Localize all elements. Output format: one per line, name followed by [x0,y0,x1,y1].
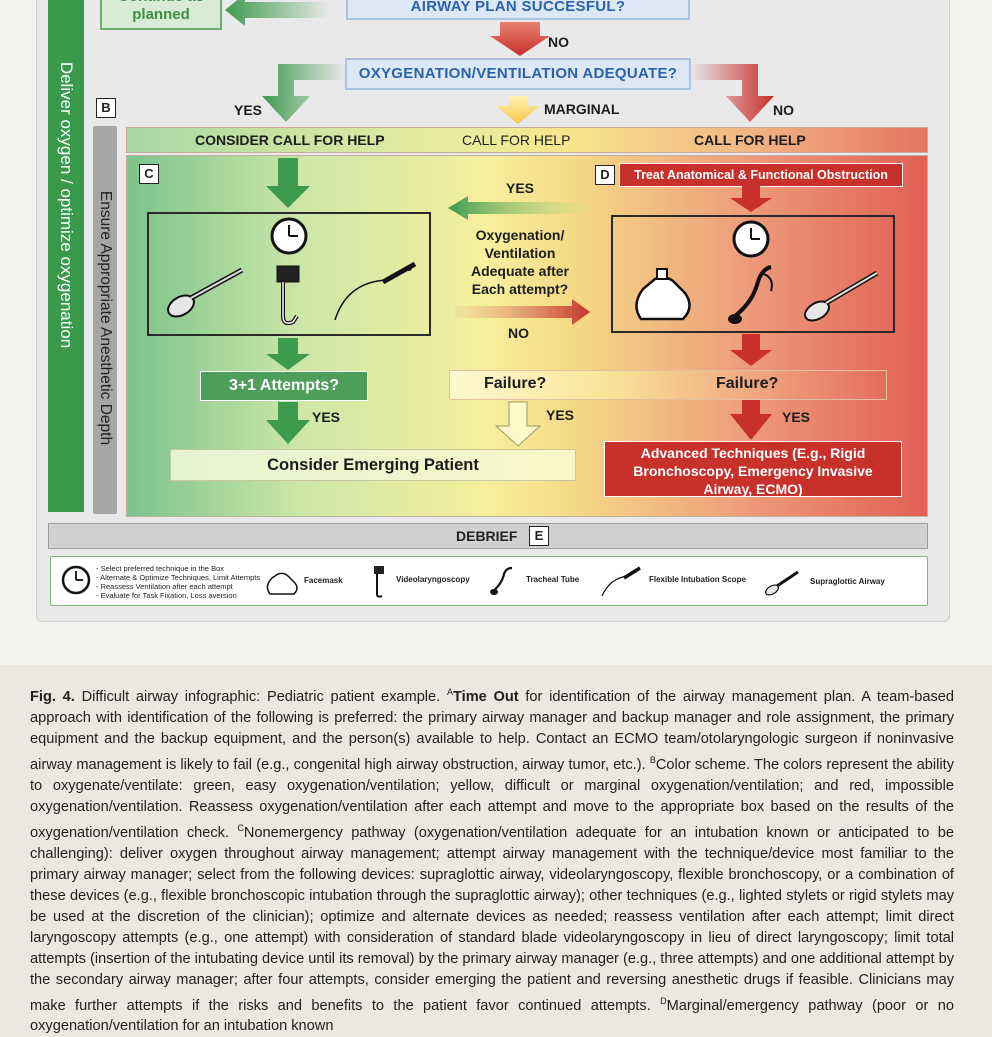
supraglottic-airway-icon [804,270,879,322]
yellow-down [494,401,542,447]
no-arrow-1 [490,22,550,56]
red-down-3 [730,400,772,440]
legend-clock-line-4: - Evaluate for Task Fixation, Loss avers… [96,591,237,600]
clock-icon [732,220,770,258]
deliver-oxygen-band [48,0,84,512]
no-label-1: NO [548,34,569,50]
marginal-label: MARGINAL [544,101,620,117]
supraglottic-airway-icon [765,570,799,596]
figure-caption: Fig. 4. Difficult airway infographic: Pe… [30,682,954,1037]
yes-right-label: YES [782,409,811,425]
yes-left-label: YES [312,409,341,425]
caption-sup-b: B [649,754,656,765]
debrief-label: DEBRIEF [456,528,518,544]
clock-icon [61,565,91,595]
yes-mid-label: YES [546,407,575,423]
inner-arrows [266,158,772,447]
caption-fig-label: Fig. 4. [30,688,75,705]
no-elbow-arrow [690,64,774,122]
caption-time-out: Time Out [452,688,519,705]
legend-tracheal-tube: Tracheal Tube [526,575,580,584]
emerging-box: Consider Emerging Patient [170,449,576,481]
flexible-scope-icon [334,261,417,321]
legend-clock-line-3: - Reassess Ventilation after each attemp… [96,582,233,591]
tracheal-tube-icon [728,265,773,324]
flow-arrows [225,0,774,124]
figure-area: Deliver oxygen / optimize oxygenation Co… [0,0,992,665]
caption-para-a: for identification of the airway managem… [30,688,954,773]
failure-right-label: Failure? [716,375,779,392]
yes-elbow-arrow [262,64,345,122]
videolaryngoscope-icon [374,566,384,598]
marginal-arrow [496,96,540,124]
tracheal-tube-icon [490,566,513,595]
call-help-right-label: CALL FOR HELP [694,132,806,148]
red-box-icons [635,220,879,324]
legend-icons [61,565,799,598]
green-box-icons [167,217,417,326]
legend-clock-line-2: - Alternate & Optimize Techniques, Limit… [96,573,261,582]
red-down-1 [730,186,772,212]
supraglottic-airway-icon [167,267,244,318]
center-no-arrow [455,299,590,325]
debrief-bar [48,523,928,549]
caption-sup-c: C [237,822,244,833]
green-down-1 [266,158,310,208]
oxygenation-question-box: OXYGENATION/VENTILATION ADEQUATE? [345,58,691,90]
failure-bar [449,370,887,400]
caption-intro: Difficult airway infographic: Pediatric … [81,688,441,705]
no-label-2: NO [773,102,794,118]
letter-d: D [595,165,615,185]
red-device-box [611,215,895,333]
green-device-box [147,212,431,336]
attempts-box: 3+1 Attempts? [200,371,368,401]
green-down-3 [266,402,310,444]
call-help-mid-label: CALL FOR HELP [462,132,571,148]
treat-obstruction-box: Treat Anatomical & Functional Obstructio… [619,163,903,187]
call-help-bar [126,127,928,153]
continue-planned-label: Continue as planned [118,0,204,23]
airway-plan-box: AIRWAY PLAN SUCCESFUL? [346,0,690,20]
green-down-2 [266,338,310,370]
letter-c: C [139,164,159,184]
red-down-2 [730,334,772,366]
anesthetic-depth-band [93,126,117,514]
failure-mid-label: Failure? [484,375,547,392]
center-yes-label: YES [506,180,535,196]
continue-arrow [225,0,330,26]
legend-clock-line-1: - Select preferred technique in the Box [96,564,224,573]
caption-sup-a: A [446,687,453,697]
center-question: Oxygenation/ Ventilation Adequate after … [470,227,570,297]
yes-label-top: YES [234,102,263,118]
facemask-icon [266,572,298,595]
legend-supraglottic: Supraglottic Airway [810,577,885,586]
legend-facemask: Facemask [304,576,343,585]
legend-flexible-scope: Flexible Intubation Scope [649,575,746,584]
consider-call-label: CONSIDER CALL FOR HELP [195,132,385,148]
legend-videolaryngoscopy: Videolaryngoscopy [396,575,470,584]
center-no-label: NO [508,325,529,341]
advanced-techniques-box: Advanced Techniques (E.g., Rigid Broncho… [604,441,902,497]
continue-planned-box [100,0,222,30]
clock-icon [270,217,308,255]
letter-e: E [529,526,549,546]
center-yes-arrow [448,196,586,220]
caption-para-c: Nonemergency pathway (oxygenation/ventil… [30,824,954,1014]
caption-para-b: Color scheme. The colors represent the a… [30,756,954,841]
videolaryngoscope-icon [276,265,300,326]
legend-box [50,556,928,606]
facemask-icon [635,268,691,321]
letter-b: B [96,98,116,118]
flexible-scope-icon [601,566,641,597]
